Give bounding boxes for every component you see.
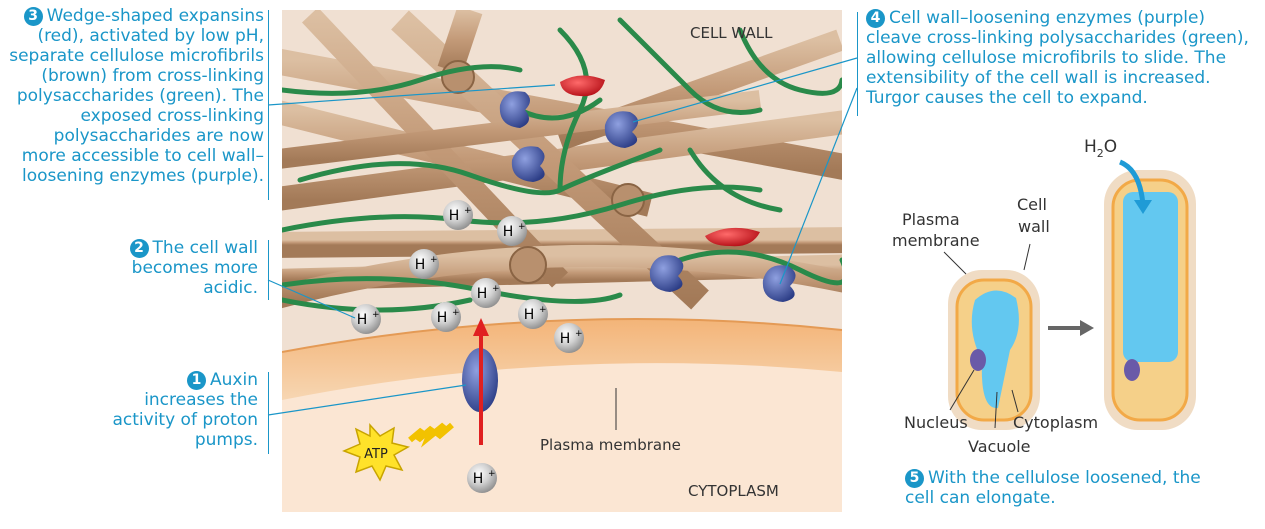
water-arrow: [1134, 200, 1152, 214]
svg-text:+: +: [575, 329, 583, 339]
step4-text: Cell wall–loosening enzymes (purple) cle…: [866, 8, 1249, 108]
step4-number: 4: [866, 9, 885, 28]
svg-text:H: H: [477, 286, 488, 302]
cell-elongation-diagram: H2O Plasma membrane Cell wall Nucleus Cy…: [892, 137, 1196, 456]
svg-text:H: H: [560, 331, 571, 347]
svg-text:+: +: [539, 305, 547, 315]
atp-burst: [342, 423, 410, 482]
expansin: [560, 75, 605, 97]
step2-number: 2: [129, 239, 149, 258]
plasma-label-2: membrane: [892, 231, 980, 250]
plasma-membrane-band: [282, 319, 842, 400]
fibril-end: [509, 246, 547, 284]
svg-text:+: +: [430, 255, 438, 265]
water-label: H2O: [1084, 137, 1117, 160]
step5-number: 5: [905, 469, 924, 488]
cytoplasm-small-label: Cytoplasm: [1013, 413, 1098, 432]
svg-text:+: +: [518, 222, 526, 232]
plasma-label-1: Plasma: [902, 210, 960, 229]
protons: H + H + H + H + H + H + H + H + H +: [351, 200, 584, 493]
svg-text:+: +: [372, 310, 380, 320]
svg-text:H: H: [473, 471, 484, 487]
atp-label: ATP: [364, 447, 388, 462]
small-nucleus: [970, 349, 986, 371]
energy-bolt: [408, 422, 454, 448]
small-vacuole: [971, 290, 1019, 409]
step3-number: 3: [23, 7, 43, 26]
step2-text: The cell wall becomes more acidic.: [131, 238, 258, 298]
step2-bar: [268, 240, 269, 300]
step1-text: Auxin increases the activity of proton p…: [112, 370, 258, 450]
cell-wall-label: CELL WALL: [690, 24, 773, 42]
cellwall-label-1: Cell: [1017, 195, 1047, 214]
svg-text:H: H: [357, 312, 368, 328]
step1-bar: [268, 372, 269, 454]
large-vacuole: [1123, 192, 1178, 362]
step5-text: With the cellulose loosened, the cell ca…: [905, 468, 1201, 508]
step3-text: Wedge-shaped expansins (red), activated …: [9, 6, 264, 186]
svg-text:H: H: [524, 307, 535, 323]
cell-wall-panel: ATP H + H + H + H + H + H + H + H + H + CELL WALL…: [282, 10, 842, 512]
cellwall-label-2: wall: [1018, 217, 1050, 236]
cytoplasm-label: CYTOPLASM: [688, 482, 779, 500]
step1-number: 1: [187, 371, 207, 390]
svg-text:+: +: [488, 469, 496, 479]
svg-text:H: H: [437, 310, 448, 326]
large-nucleus: [1124, 359, 1140, 381]
elongation-arrow: [1080, 320, 1094, 336]
vacuole-label: Vacuole: [968, 437, 1031, 456]
svg-text:H: H: [449, 208, 460, 224]
nucleus-label: Nucleus: [904, 413, 968, 432]
svg-text:H: H: [503, 224, 514, 240]
plasma-membrane-label: Plasma membrane: [540, 436, 681, 454]
svg-text:+: +: [464, 206, 472, 216]
svg-text:H: H: [415, 257, 426, 273]
svg-text:+: +: [492, 284, 500, 294]
enzymes: [499, 91, 796, 302]
step4-bar: [857, 12, 858, 116]
expansin: [705, 227, 760, 247]
callout-lines: [267, 57, 858, 416]
svg-text:+: +: [452, 308, 460, 318]
